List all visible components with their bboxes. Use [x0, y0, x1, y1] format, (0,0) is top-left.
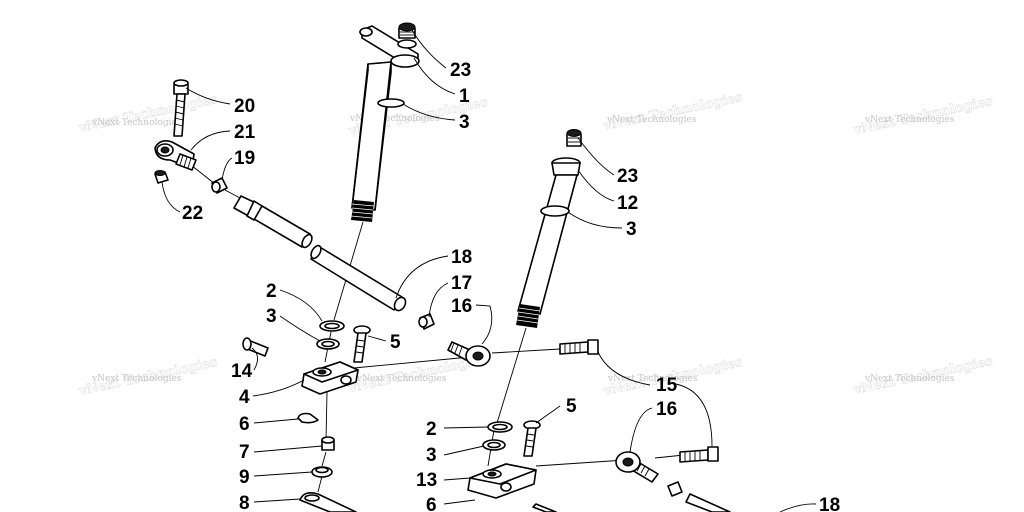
- callout-2-left: 2: [266, 281, 277, 302]
- callout-6-right: 6: [426, 495, 437, 512]
- watermark-text: vNext Technologies: [864, 374, 955, 384]
- cap-23-right: [566, 129, 582, 147]
- ball-joint-16-left: [447, 341, 491, 367]
- ball-joint-16-right: [615, 451, 659, 483]
- watermark-logo: vNext Technologies: [601, 90, 744, 135]
- callout-16-upper: 16: [451, 296, 472, 317]
- callout-5-right: 5: [566, 396, 577, 417]
- watermark-text: vNext Technologies: [607, 374, 698, 384]
- callout-22: 22: [182, 203, 203, 224]
- callout-21: 21: [234, 122, 256, 143]
- washer-3-left: [316, 338, 340, 350]
- callout-3-left: 3: [266, 306, 277, 327]
- watermark-text: vNext Technologies: [91, 118, 182, 128]
- callout-3-right: 3: [626, 219, 637, 240]
- bolt-14: [242, 337, 269, 357]
- washer-3-right: [482, 439, 506, 451]
- ball-joint-21: [154, 140, 197, 171]
- nut-22: [154, 170, 169, 184]
- callout-numbers: 23 1 3 20 21 19 22 23 12 3 18 17 16 2 3 …: [182, 60, 840, 512]
- callout-7: 7: [239, 442, 250, 463]
- callout-6-left: 6: [239, 414, 250, 435]
- washer-2-left: [319, 320, 345, 332]
- spacer-17-right: [667, 481, 683, 497]
- tie-rod-lower: [685, 493, 731, 512]
- bolt-15-lower: [679, 446, 719, 463]
- bolt-20: [173, 79, 189, 137]
- callout-18-upper: 18: [451, 247, 472, 268]
- steering-post-1: [350, 25, 420, 222]
- tie-rod-end-lower: [532, 503, 557, 512]
- watermark-text: vNext Technologies: [349, 114, 440, 124]
- bolt-15-upper: [559, 339, 599, 355]
- clip-6-left: [297, 412, 319, 424]
- callout-3-lower: 3: [426, 445, 437, 466]
- callout-15: 15: [656, 375, 678, 396]
- watermarks: vNext Technologies vNext Technologies vN…: [76, 90, 994, 400]
- callout-19: 19: [234, 148, 255, 169]
- svg-text:vNext Technologies: vNext Technologies: [77, 92, 219, 136]
- callout-18-lower: 18: [819, 495, 840, 512]
- tie-rod-upper: [233, 195, 407, 312]
- callout-8: 8: [239, 493, 250, 512]
- bushing-7: [321, 436, 335, 451]
- spacer-19: [211, 177, 228, 194]
- watermark-text: vNext Technologies: [606, 115, 697, 125]
- callout-1: 1: [459, 86, 470, 107]
- callout-12: 12: [617, 193, 638, 214]
- callout-5-left: 5: [390, 332, 401, 353]
- callout-13: 13: [416, 470, 437, 491]
- spacer-17: [418, 313, 435, 330]
- steering-post-12: [516, 157, 581, 328]
- watermark-text: vNext Technologies: [356, 374, 447, 384]
- watermark-text: vNext Technologies: [864, 115, 955, 125]
- bolt-5-left: [353, 325, 371, 363]
- washer-2-right: [487, 421, 513, 433]
- callout-16-lower: 16: [656, 399, 677, 420]
- leader-lines: [161, 29, 817, 512]
- watermark-text: vNext Technologies: [91, 374, 182, 384]
- callout-14: 14: [231, 361, 253, 382]
- callout-23-top: 23: [450, 60, 471, 81]
- callout-20: 20: [234, 96, 255, 117]
- cap-23-top: [397, 22, 417, 49]
- callout-3-top: 3: [459, 112, 470, 133]
- steering-arm-13: [467, 463, 537, 499]
- lever-8: [299, 492, 357, 512]
- bolt-5-right: [523, 420, 541, 457]
- callout-23-right: 23: [617, 166, 638, 187]
- washer-9: [311, 466, 333, 478]
- callout-2-right: 2: [426, 419, 437, 440]
- steering-arm-4: [301, 361, 359, 395]
- svg-text:vNext Technologies: vNext Technologies: [602, 90, 744, 134]
- callout-17: 17: [451, 273, 472, 294]
- callout-4: 4: [239, 387, 250, 408]
- callout-9: 9: [239, 467, 250, 488]
- watermark-logo: vNext Technologies: [76, 92, 219, 137]
